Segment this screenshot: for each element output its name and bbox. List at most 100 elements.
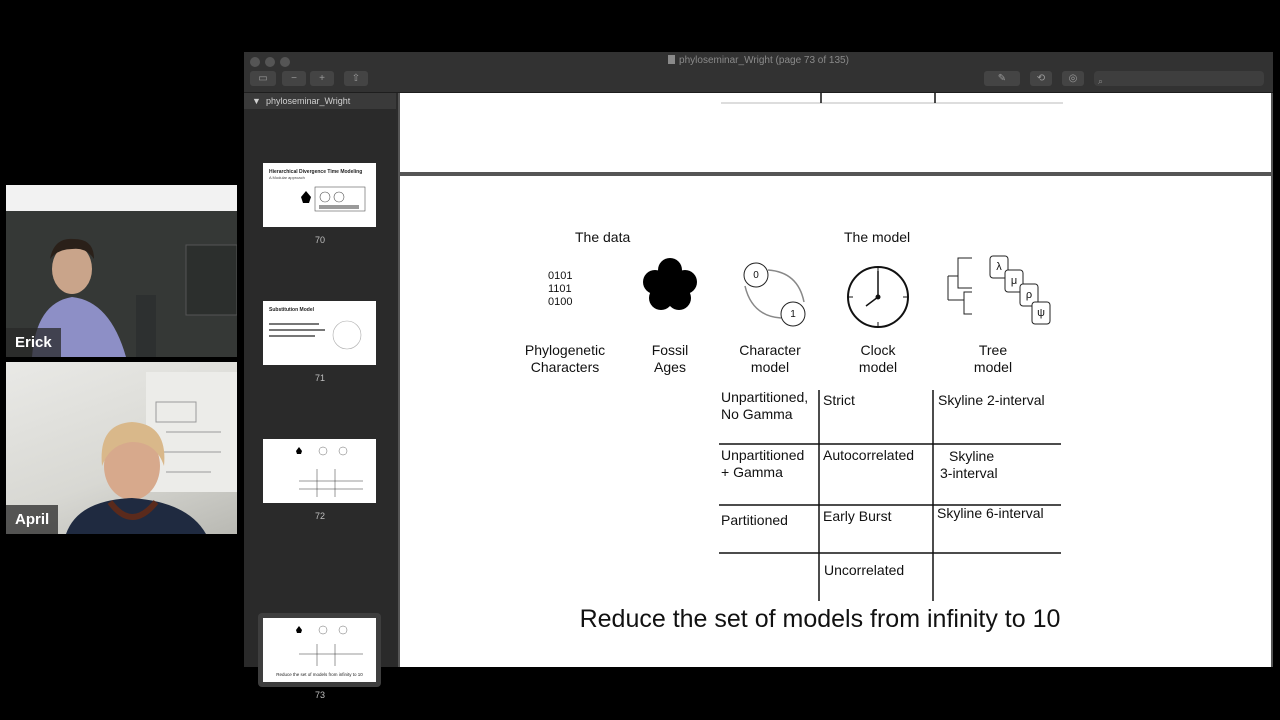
video-tile-erick[interactable]: Erick	[6, 185, 237, 357]
participant-name-april: April	[6, 505, 59, 534]
thumbnail-heading: Substitution Model	[269, 307, 314, 313]
thumbnail-number: 71	[314, 373, 325, 383]
close-window-button[interactable]	[250, 57, 260, 67]
component-line1: Fossil	[651, 342, 689, 358]
search-icon: ⌕	[1098, 76, 1104, 86]
cell-line2: No Gamma	[721, 406, 793, 422]
markup-icon: ◎	[1068, 73, 1078, 84]
component-line2: model	[750, 359, 790, 375]
cell-line2: + Gamma	[721, 464, 783, 480]
zoom-window-button[interactable]	[280, 57, 290, 67]
window-title: phyloseminar_Wright (page 73 of 135)	[244, 55, 1273, 66]
clock-center	[875, 294, 881, 300]
cell-line1: Partitioned	[721, 512, 788, 528]
cell-line1: Skyline	[949, 448, 995, 464]
pdf-viewer-window: phyloseminar_Wright (page 73 of 135) ▭ −…	[244, 52, 1273, 700]
thumbnail-page-71[interactable]: Substitution Model	[263, 301, 376, 365]
cell-line2: 3-interval	[940, 465, 998, 481]
zoom-in-icon: +	[319, 73, 325, 84]
thumbnail-heading: Hierarchical Divergence Time Modeling	[269, 169, 363, 175]
table-cell: Unpartitioned,No Gamma	[721, 389, 808, 423]
previous-page-table-edge	[721, 93, 1063, 104]
thumbnail-number: 72	[314, 511, 325, 521]
binary-row: 0100	[548, 296, 573, 308]
component-line2: Ages	[654, 359, 686, 375]
table-cell: Skyline 6-interval	[937, 505, 1044, 522]
participant-name-erick: Erick	[6, 328, 61, 357]
rotate-icon: ⟲	[1036, 73, 1046, 84]
sidebar-toggle-button[interactable]: ▭	[250, 71, 276, 86]
table-cell: Strict	[823, 392, 855, 408]
thumbnail-number: 70	[314, 235, 325, 245]
previous-page-tail	[400, 93, 1271, 172]
thumbnail-diagram	[269, 320, 362, 350]
share-button[interactable]: ⇧	[344, 71, 368, 86]
thumbnail-diagram	[296, 446, 363, 497]
search-field[interactable]: ⌕	[1094, 71, 1264, 86]
window-titlebar: phyloseminar_Wright (page 73 of 135) ▭ −…	[244, 52, 1273, 93]
rate-symbol: ρ	[1025, 289, 1033, 301]
state-one-label: 1	[790, 309, 796, 320]
thumbnail-sidebar: ▼ phyloseminar_Wright Hierarchical Diver…	[244, 93, 396, 700]
component-line1: Tree	[978, 342, 1008, 358]
pen-icon: ✎	[997, 73, 1007, 84]
share-icon: ⇧	[351, 73, 361, 84]
zoom-out-button[interactable]: −	[282, 71, 306, 86]
thumbnail-subheading: A Modular approach	[269, 175, 305, 180]
component-line1: Phylogenetic	[524, 342, 606, 358]
document-file-icon	[668, 55, 676, 64]
rotate-button[interactable]: ⟲	[1030, 71, 1052, 86]
slide-icons	[643, 255, 1061, 601]
video-tile-april[interactable]: April	[6, 362, 237, 534]
component-line2: Characters	[530, 359, 600, 375]
thumbnail-caption: Reduce the set of models from infinity t…	[276, 672, 363, 677]
binary-row: 1101	[548, 283, 572, 295]
clock-icon	[847, 266, 909, 328]
state-zero-label: 0	[753, 270, 759, 281]
rate-symbol: λ	[996, 261, 1002, 273]
tree-icon	[947, 255, 1051, 325]
thumbnail-page-73[interactable]: Reduce the set of models from infinity t…	[263, 618, 376, 682]
disclosure-triangle-icon: ▼	[252, 96, 261, 106]
markup-pen-button[interactable]: ✎	[984, 71, 1020, 86]
sidebar-document-name: phyloseminar_Wright	[265, 96, 351, 106]
table-cell: Autocorrelated	[823, 447, 915, 463]
rate-symbol: μ	[1010, 275, 1018, 287]
component-line2: model	[973, 359, 1013, 375]
table-cell: Uncorrelated	[824, 562, 905, 578]
minimize-window-button[interactable]	[265, 57, 275, 67]
thumbnail-page-70[interactable]: Hierarchical Divergence Time Modeling A …	[263, 163, 376, 227]
table-cell: Early Burst	[823, 508, 892, 524]
slide-footer-caption: Reduce the set of models from infinity t…	[579, 605, 1061, 633]
slide-page-73: The data The model 0101 1101 0100	[400, 176, 1271, 667]
component-line1: Clock	[860, 342, 896, 358]
character-model-icon	[743, 262, 806, 327]
fossil-icon	[643, 258, 697, 310]
rate-symbol: ψ	[1037, 307, 1045, 319]
sidebar-icon: ▭	[258, 73, 268, 84]
window-title-text: phyloseminar_Wright (page 73 of 135)	[679, 55, 849, 66]
thumbnail-number: 73	[314, 690, 325, 700]
table-cell: Skyline 2-interval	[938, 392, 1045, 409]
binary-row: 0101	[548, 270, 573, 282]
markup-toolbar-button[interactable]: ◎	[1062, 71, 1084, 86]
thumbnail-diagram	[301, 186, 366, 212]
document-view[interactable]: The data The model 0101 1101 0100	[398, 93, 1273, 667]
table-cell: Partitioned	[721, 512, 788, 529]
component-line2: model	[858, 359, 898, 375]
april-video-frame	[66, 372, 237, 534]
zoom-in-button[interactable]: +	[310, 71, 334, 86]
cell-line1: Unpartitioned,	[721, 389, 809, 405]
thumbnail-page-72[interactable]	[263, 439, 376, 503]
cell-line1: Skyline 6-interval	[937, 505, 1044, 521]
table-cell: Unpartitioned+ Gamma	[721, 447, 804, 481]
model-table-lines	[719, 390, 1061, 601]
cell-line1: Skyline 2-interval	[938, 392, 1045, 408]
sidebar-document-header[interactable]: ▼ phyloseminar_Wright	[244, 93, 396, 109]
